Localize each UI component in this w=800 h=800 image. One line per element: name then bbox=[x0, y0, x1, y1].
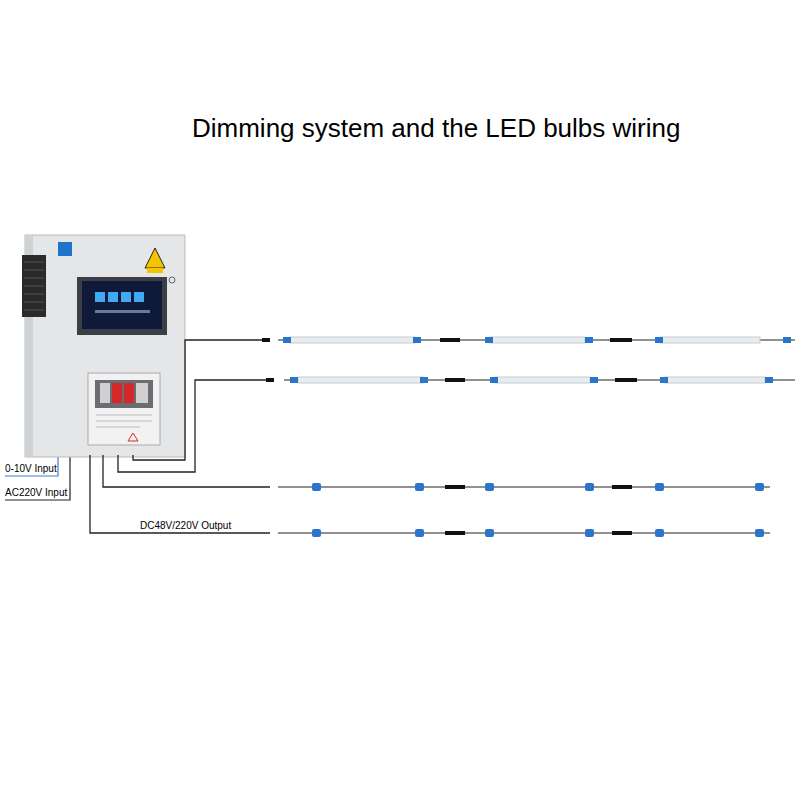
screen-bar bbox=[95, 310, 150, 313]
warning-plate bbox=[147, 268, 163, 273]
breaker-rail bbox=[95, 380, 153, 408]
led-tube-string bbox=[266, 377, 795, 383]
wire-label: 0-10V Input bbox=[5, 463, 57, 474]
breaker-switch bbox=[112, 383, 122, 403]
warning-sign bbox=[145, 248, 165, 268]
cooling-fan bbox=[22, 255, 46, 317]
breaker-panel bbox=[88, 373, 160, 445]
touch-screen bbox=[82, 281, 162, 329]
panel-notes bbox=[96, 415, 152, 427]
diagram-title: Dimming system and the LED bulbs wiring bbox=[192, 113, 680, 144]
screen-icons bbox=[95, 292, 144, 302]
breaker-switch bbox=[124, 383, 134, 403]
wire-label: DC48V/220V Output bbox=[140, 520, 231, 531]
signal-wire bbox=[5, 455, 58, 476]
led-bulb-string bbox=[278, 529, 770, 537]
fan-grill bbox=[24, 262, 44, 310]
cabinet-lock bbox=[169, 277, 175, 283]
screen-bezel bbox=[77, 277, 167, 335]
brand-logo bbox=[58, 242, 72, 256]
power-wire bbox=[5, 455, 70, 500]
control-cabinet bbox=[25, 235, 185, 457]
output-cables bbox=[90, 340, 270, 533]
led-tube-string bbox=[262, 337, 795, 343]
led-bulb-string bbox=[278, 483, 770, 491]
breaker bbox=[100, 383, 110, 403]
wire-label: AC220V Input bbox=[5, 487, 67, 498]
breaker bbox=[136, 383, 148, 403]
caution-mark bbox=[128, 433, 138, 441]
